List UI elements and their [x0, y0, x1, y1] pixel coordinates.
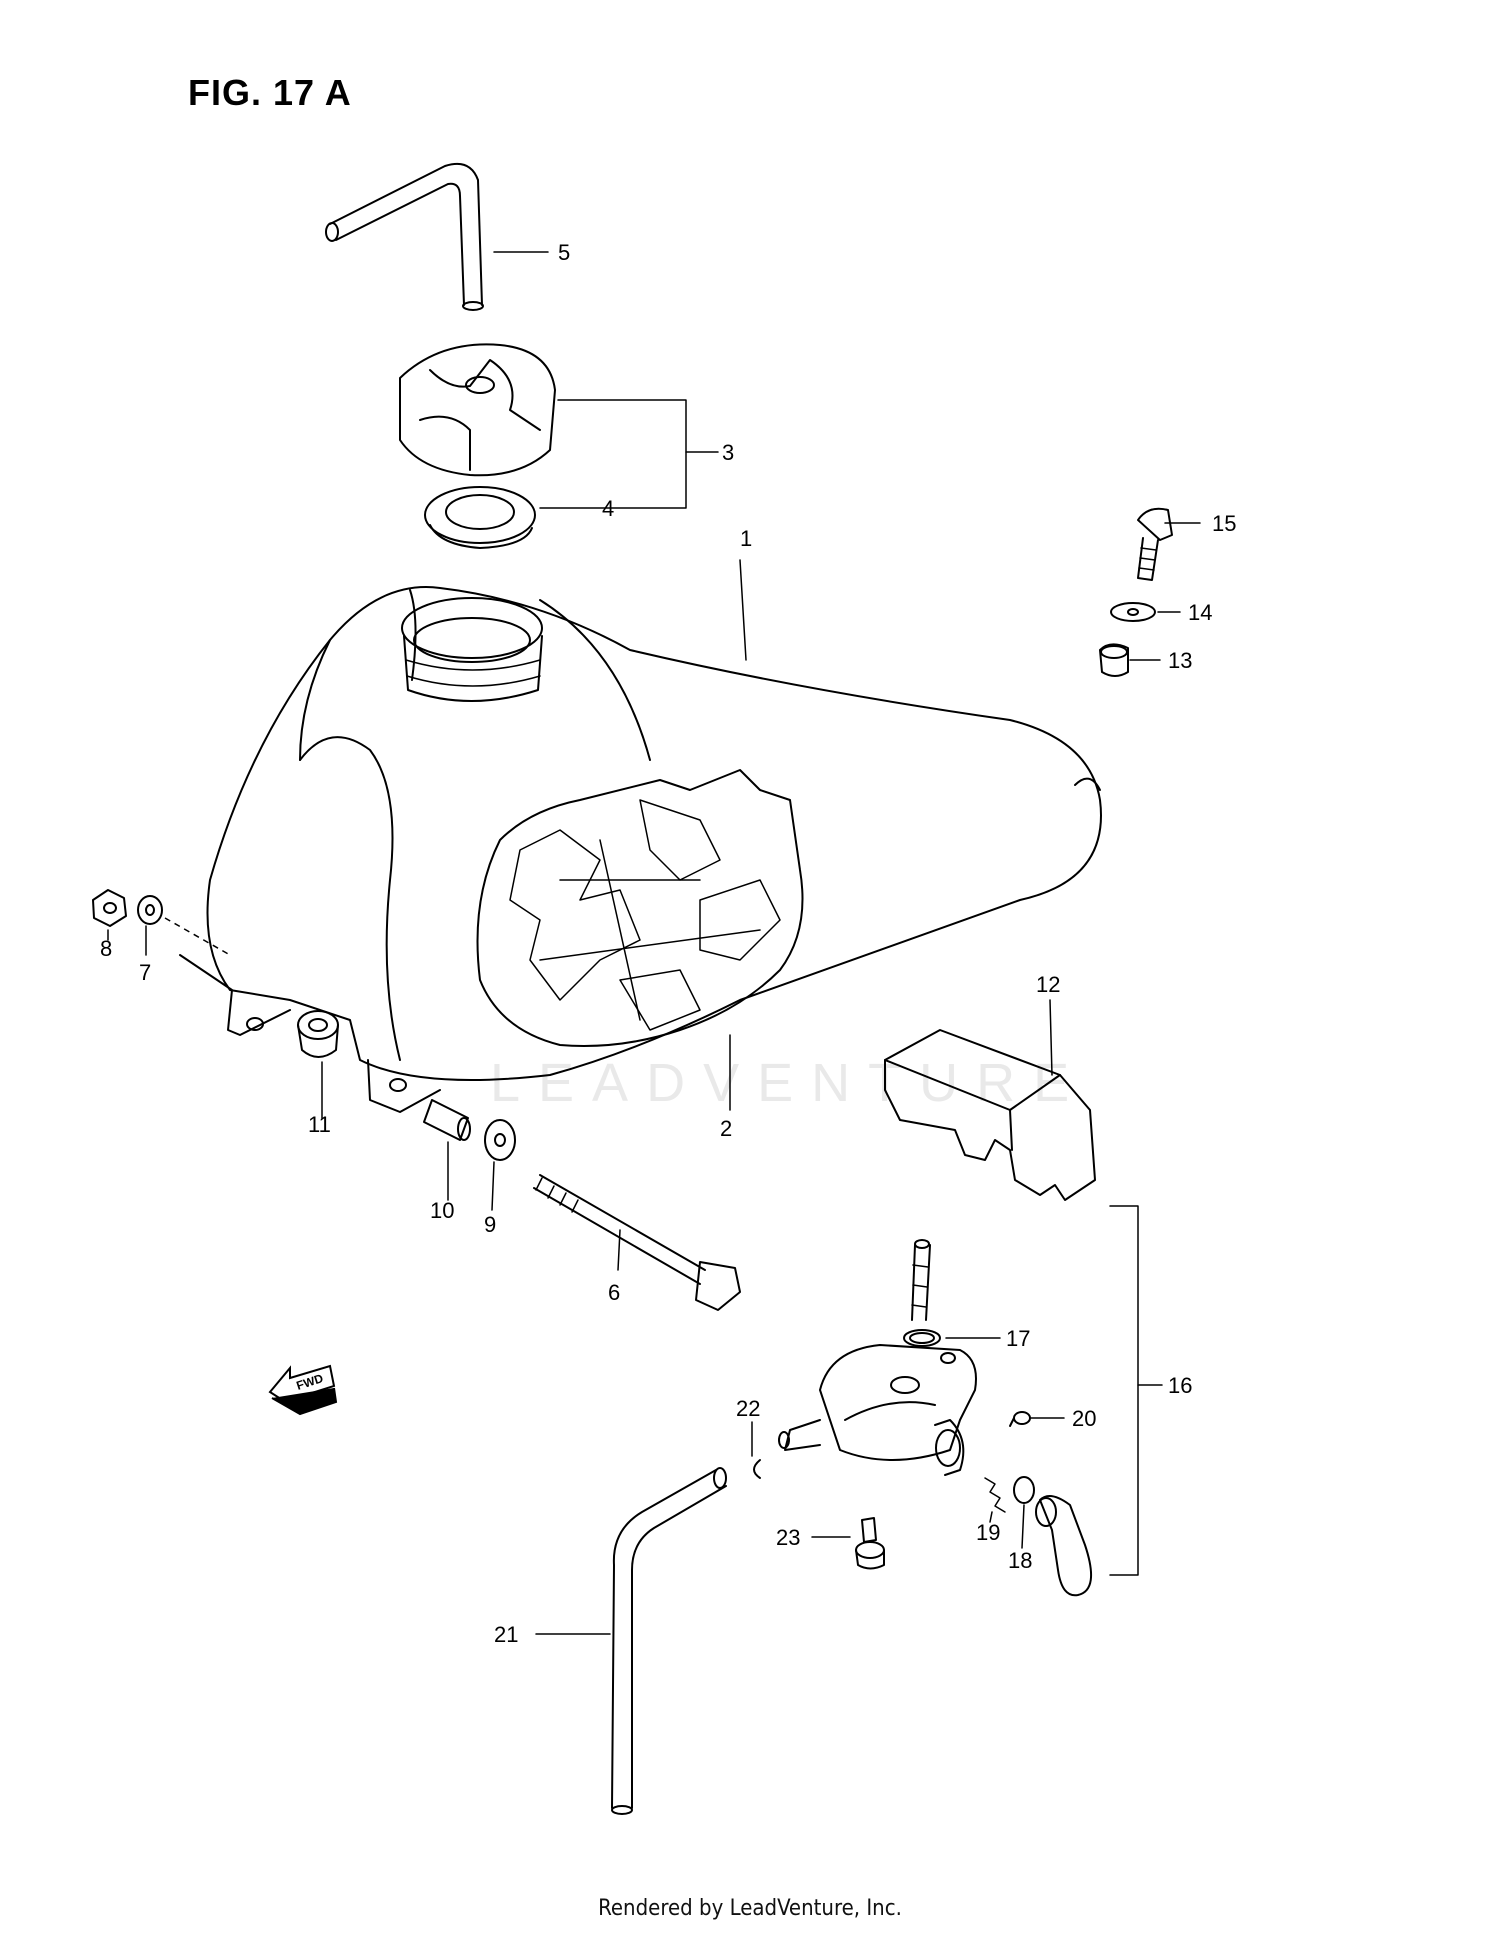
callout-22: 22 [736, 1396, 760, 1421]
washer-part-9 [484, 1119, 516, 1161]
nut-part-8 [92, 889, 127, 927]
cap-gasket-part-4 [424, 486, 536, 549]
callout-19: 19 [976, 1520, 1000, 1545]
bolt-part-15 [1137, 507, 1173, 581]
collar-part-13 [1099, 643, 1129, 677]
lever-part-18 [1013, 1476, 1093, 1597]
callout-6: 6 [608, 1280, 620, 1305]
leader-lines [107, 251, 1201, 1635]
fuel-cap-part-3 [399, 343, 556, 477]
callout-2: 2 [720, 1116, 732, 1141]
callout-13: 13 [1168, 648, 1192, 673]
callout-5: 5 [558, 240, 570, 265]
callout-16: 16 [1168, 1373, 1192, 1398]
callout-11: 11 [308, 1112, 331, 1137]
bolt-part-6 [533, 1174, 741, 1311]
bracket-part-12 [884, 1029, 1096, 1201]
clip-part-22 [753, 1459, 761, 1479]
callout-20: 20 [1072, 1406, 1096, 1431]
fuel-cock-part-16 [778, 1239, 977, 1476]
screw-part-23 [855, 1517, 885, 1570]
callout-1: 1 [740, 526, 752, 551]
callout-3: 3 [722, 440, 734, 465]
fuel-hose-part-21 [611, 1467, 727, 1815]
callout-14: 14 [1188, 600, 1212, 625]
callout-15: 15 [1212, 511, 1236, 536]
footer-credit: Rendered by LeadVenture, Inc. [598, 1896, 902, 1921]
callout-18: 18 [1008, 1548, 1032, 1573]
grommet-part-11 [297, 1010, 339, 1058]
callout-9: 9 [484, 1212, 496, 1237]
callout-10: 10 [430, 1198, 454, 1223]
forward-arrow-icon: FWD [268, 1364, 338, 1416]
callout-4: 4 [602, 496, 614, 521]
tank-emblem-part-2 [476, 769, 804, 1047]
callout-17: 17 [1006, 1326, 1030, 1351]
spring-part-19 [984, 1477, 1006, 1513]
collar-part-10 [423, 1099, 471, 1141]
washer-part-14 [1110, 602, 1156, 622]
callout-8: 8 [100, 936, 112, 961]
callout-23: 23 [776, 1525, 800, 1550]
vent-hose-part-5 [325, 162, 484, 311]
callout-labels: 1 2 3 4 5 6 7 8 9 10 11 12 13 14 15 16 1… [100, 240, 1236, 1647]
callout-21: 21 [494, 1622, 518, 1647]
screw-part-20 [1009, 1411, 1031, 1427]
callout-7: 7 [139, 960, 151, 985]
figure-title: FIG. 17 A [188, 72, 352, 113]
washer-part-7 [137, 895, 163, 925]
callout-12: 12 [1036, 972, 1060, 997]
fuel-tank-part-1 [179, 586, 1102, 1113]
o-ring-part-17 [903, 1329, 941, 1347]
